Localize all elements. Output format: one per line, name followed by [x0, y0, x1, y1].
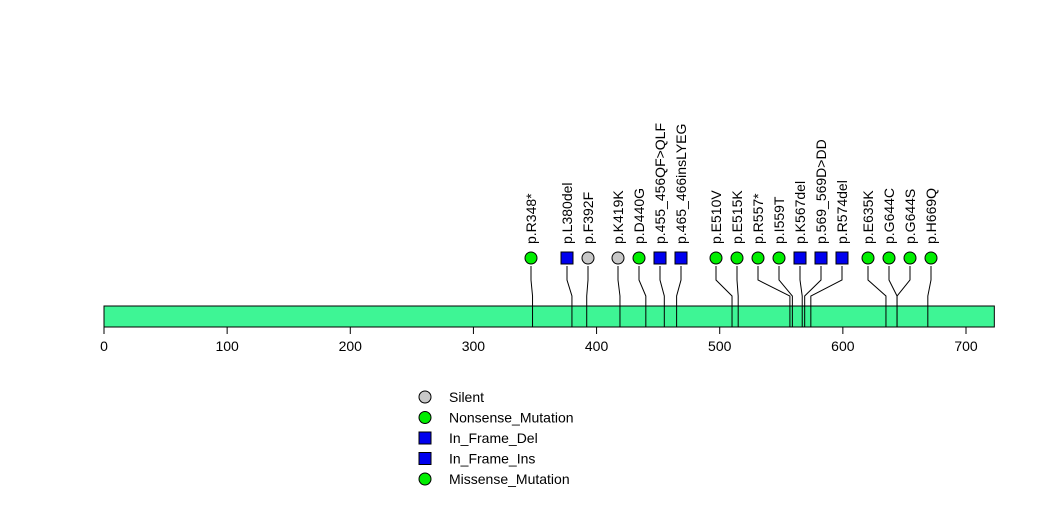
x-tick-label: 0 — [100, 338, 108, 354]
mutation-stem — [927, 266, 932, 327]
mutation-stem — [638, 266, 647, 327]
mutation-label: p.E510V — [708, 190, 724, 244]
mutation-label: p.569_569D>DD — [813, 139, 829, 244]
mutation-label: p.R557* — [750, 193, 766, 244]
mutation-marker — [653, 251, 667, 265]
mutation-label: p.D440G — [631, 188, 647, 244]
legend-label: Silent — [449, 389, 484, 405]
legend-label: In_Frame_Ins — [449, 451, 535, 467]
mutation-stem — [715, 266, 733, 327]
mutation-stem — [676, 266, 682, 327]
mutation-label: p.E515K — [729, 190, 745, 244]
legend-marker — [418, 431, 432, 445]
protein-bar — [103, 305, 995, 328]
mutation-marker — [674, 251, 688, 265]
mutation-label: p.K419K — [610, 190, 626, 244]
mutation-marker — [751, 251, 765, 265]
mutation-stem — [736, 266, 739, 327]
legend-label: Nonsense_Mutation — [449, 410, 574, 426]
x-tick-label: 100 — [215, 338, 239, 354]
mutation-label: p.R574del — [834, 180, 850, 244]
mutation-marker — [924, 251, 938, 265]
mutation-stem — [617, 266, 621, 327]
x-tick-label: 600 — [831, 338, 855, 354]
mutation-label: p.G644S — [902, 189, 918, 244]
mutation-label: p.K567del — [792, 181, 808, 244]
mutation-stem — [757, 266, 791, 327]
x-tick-label: 400 — [585, 338, 609, 354]
mutation-marker — [581, 251, 595, 265]
mutation-stem — [586, 266, 589, 327]
mutation-stem — [566, 266, 573, 327]
mutation-stem — [867, 266, 887, 327]
x-tick-label: 700 — [954, 338, 978, 354]
legend-label: Missense_Mutation — [449, 471, 570, 487]
x-tick-label: 500 — [708, 338, 732, 354]
mutation-stem — [659, 266, 665, 327]
mutation-label: p.H669Q — [923, 188, 939, 244]
mutation-marker — [632, 251, 646, 265]
x-tick-label: 300 — [462, 338, 486, 354]
mutation-marker — [835, 251, 849, 265]
mutation-stem — [810, 266, 843, 327]
mutation-marker — [772, 251, 786, 265]
mutation-label: p.G644C — [881, 188, 897, 244]
mutation-marker — [611, 251, 625, 265]
mutation-label: p.465_466insLYEG — [673, 124, 689, 244]
mutation-stem — [804, 266, 822, 327]
legend-marker — [418, 472, 432, 486]
mutation-label: p.455_456QF>QLF — [652, 123, 668, 244]
mutation-stem — [799, 266, 803, 327]
mutation-label: p.R348* — [523, 193, 539, 244]
legend-marker — [418, 390, 432, 404]
mutation-marker — [814, 251, 828, 265]
mutation-stem — [896, 266, 911, 327]
mutation-stem — [530, 266, 534, 327]
mutation-marker — [709, 251, 723, 265]
mutation-marker — [524, 251, 538, 265]
mutation-label: p.E635K — [860, 190, 876, 244]
mutation-label: p.F392F — [580, 192, 596, 244]
mutation-stem — [778, 266, 793, 327]
mutation-marker — [730, 251, 744, 265]
mutation-marker — [903, 251, 917, 265]
x-tick-label: 200 — [339, 338, 363, 354]
legend-marker — [418, 411, 432, 424]
mutation-marker — [560, 251, 574, 265]
mutation-label: p.I559T — [771, 196, 787, 244]
mutation-marker — [861, 251, 875, 265]
legend-label: In_Frame_Del — [449, 430, 538, 446]
mutation-marker — [882, 251, 896, 265]
mutation-label: p.L380del — [559, 182, 575, 244]
mutation-marker — [793, 251, 807, 265]
legend-marker — [418, 452, 432, 465]
